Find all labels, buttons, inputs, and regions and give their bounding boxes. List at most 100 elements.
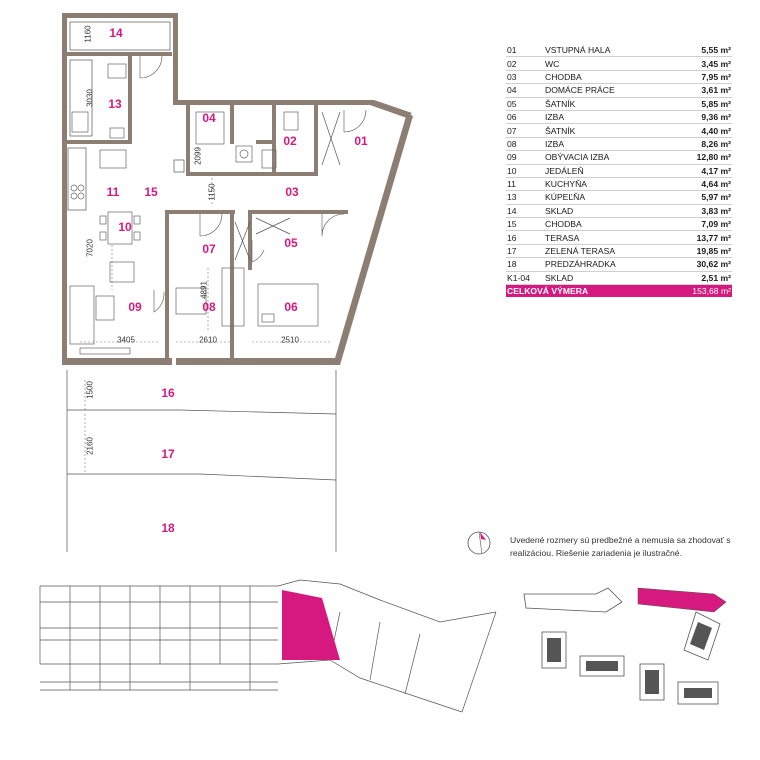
room-area: 5,55 m² xyxy=(664,44,732,58)
room-name: SKLAD xyxy=(544,271,665,286)
room-code: 14 xyxy=(506,204,544,219)
room-name: KUCHYŇA xyxy=(544,177,665,192)
room-code: K1-04 xyxy=(506,271,544,286)
outdoor-areas xyxy=(66,178,337,552)
site-overview-icon xyxy=(523,587,727,705)
room-code: 09 xyxy=(506,150,544,165)
room-label-09: 09 xyxy=(128,300,142,314)
room-area: 3,83 m² xyxy=(664,204,732,219)
room-area: 9,36 m² xyxy=(664,110,732,125)
room-code: 01 xyxy=(506,44,544,58)
room-name: IZBA xyxy=(544,110,665,125)
room-name: PREDZÁHRADKA xyxy=(544,257,665,272)
room-area: 19,85 m² xyxy=(664,244,732,259)
room-area: 4,64 m² xyxy=(664,177,732,192)
room-area: 3,45 m² xyxy=(664,56,732,71)
room-code: 10 xyxy=(506,164,544,178)
dimension-2099: 2099 xyxy=(194,147,203,165)
disclaimer-text: Uvedené rozmery sú predbežné a nemusia s… xyxy=(510,535,731,558)
room-label-06: 06 xyxy=(284,300,298,314)
room-code: 11 xyxy=(506,177,544,192)
room-code: 13 xyxy=(506,190,544,205)
room-code: 08 xyxy=(506,137,544,152)
dimension-1500: 1500 xyxy=(86,381,95,399)
dimension-2160: 2160 xyxy=(86,437,95,455)
room-label-05: 05 xyxy=(284,236,298,250)
room-area: 8,26 m² xyxy=(664,137,732,152)
room-area: 5,97 m² xyxy=(664,190,732,205)
room-name: SKLAD xyxy=(544,204,665,219)
dimension-1150: 1150 xyxy=(208,183,217,201)
room-name: VSTUPNÁ HALA xyxy=(544,44,665,58)
room-name: JEDÁLEŇ xyxy=(544,164,665,178)
room-label-02: 02 xyxy=(283,134,297,148)
room-code: 16 xyxy=(506,230,544,245)
room-area: 30,62 m² xyxy=(664,257,732,272)
room-area: 7,09 m² xyxy=(664,217,732,232)
room-name: ZELENÁ TERASA xyxy=(544,244,665,259)
room-label-11: 11 xyxy=(107,185,120,199)
room-label-08: 08 xyxy=(202,300,216,314)
room-name: IZBA xyxy=(544,137,665,152)
walls xyxy=(62,13,413,365)
room-code: 05 xyxy=(506,97,544,111)
room-label-03: 03 xyxy=(285,185,299,199)
room-code: 06 xyxy=(506,110,544,125)
dimension-2510: 2510 xyxy=(281,336,299,345)
room-name: ŠATNÍK xyxy=(544,97,665,111)
interior-lines xyxy=(67,21,341,355)
room-label-17: 17 xyxy=(161,447,175,461)
room-label-15: 15 xyxy=(144,185,158,199)
room-name: ŠATNÍK xyxy=(544,123,665,138)
room-label-04: 04 xyxy=(202,111,216,125)
room-name: CHODBA xyxy=(544,70,665,85)
room-area: 7,95 m² xyxy=(664,70,732,85)
room-labels: 14 13 04 02 01 11 15 03 10 07 05 09 08 0… xyxy=(107,26,368,535)
dimension-7020: 7020 xyxy=(86,239,95,257)
room-code: 17 xyxy=(506,244,544,259)
room-label-07: 07 xyxy=(202,242,216,256)
dimension-2610: 2610 xyxy=(199,336,217,345)
room-code: 04 xyxy=(506,83,544,98)
room-label-16: 16 xyxy=(161,386,175,400)
dimension-labels: 1160 3030 2099 1150 7020 4891 3405 2610 … xyxy=(84,25,300,455)
dimension-1160: 1160 xyxy=(84,25,93,43)
compass-icon xyxy=(467,531,491,555)
room-name: DOMÁCE PRÁCE xyxy=(544,83,665,98)
dimension-4891: 4891 xyxy=(200,281,209,299)
dimension-3405: 3405 xyxy=(117,336,135,345)
room-code: 03 xyxy=(506,70,544,85)
room-area: 3,61 m² xyxy=(664,83,732,98)
room-code: 15 xyxy=(506,217,544,232)
room-name: OBÝVACIA IZBA xyxy=(544,150,665,165)
room-area: 4,17 m² xyxy=(664,164,732,178)
room-label-18: 18 xyxy=(161,521,175,535)
room-name: CHODBA xyxy=(544,217,665,232)
room-area: 2,51 m² xyxy=(664,271,732,286)
room-code: 18 xyxy=(506,257,544,272)
room-area: 12,80 m² xyxy=(664,150,732,165)
room-name: TERASA xyxy=(544,230,665,245)
room-label-10: 10 xyxy=(118,220,132,234)
